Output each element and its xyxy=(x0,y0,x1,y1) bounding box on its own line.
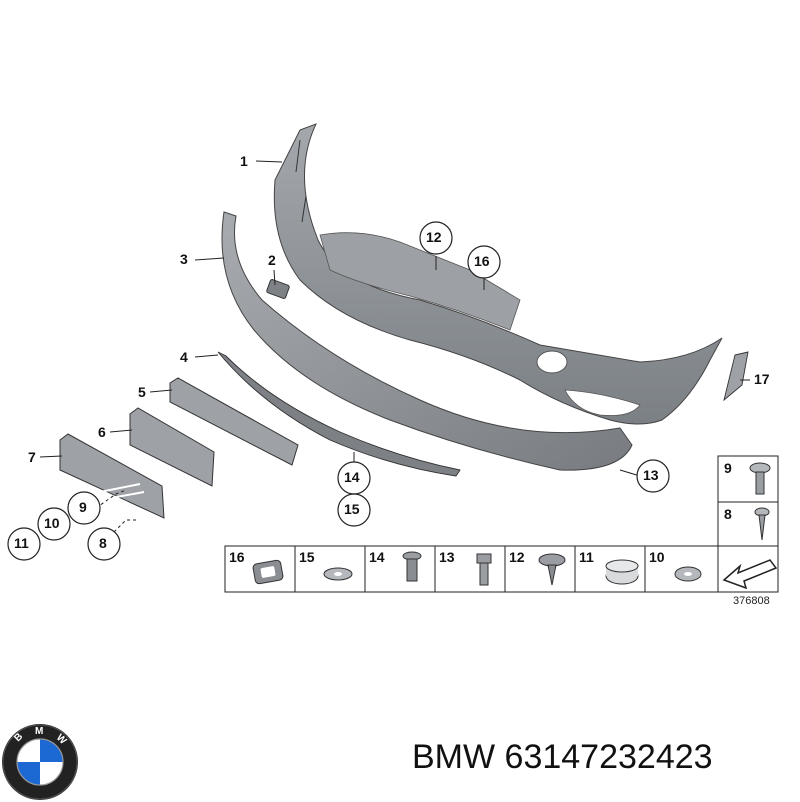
callout-11: 11 xyxy=(14,535,29,551)
table-cell-14: 14 xyxy=(369,549,385,565)
table-cell-12: 12 xyxy=(509,549,525,565)
svg-text:M: M xyxy=(35,726,43,737)
table-cell-16: 16 xyxy=(229,549,245,565)
callout-4: 4 xyxy=(180,349,188,365)
callout-14: 14 xyxy=(344,469,360,485)
drawing-number: 376808 xyxy=(733,595,770,607)
callout-circles xyxy=(7,221,670,561)
callout-10: 10 xyxy=(44,515,60,531)
callout-7: 7 xyxy=(28,449,36,465)
plate-part-6 xyxy=(129,407,215,487)
table-cell-15: 15 xyxy=(299,549,315,565)
callout-15: 15 xyxy=(344,501,360,517)
lower-trim-part-3 xyxy=(221,211,633,471)
table-cell-10: 10 xyxy=(649,549,665,565)
callout-12: 12 xyxy=(426,229,442,245)
part-number: 63147232423 xyxy=(504,738,713,776)
fastener-table xyxy=(224,455,779,593)
callout-6: 6 xyxy=(98,424,106,440)
part-label: BMW 63147232423 xyxy=(412,738,713,777)
table-cell-13: 13 xyxy=(439,549,455,565)
callout-2: 2 xyxy=(268,252,276,268)
callout-8: 8 xyxy=(99,535,107,551)
callout-5: 5 xyxy=(138,384,146,400)
leader-lines xyxy=(39,160,750,533)
plate-part-7 xyxy=(59,433,165,519)
strip-part-4 xyxy=(217,351,461,477)
callout-17: 17 xyxy=(754,371,770,387)
callout-16: 16 xyxy=(474,253,490,269)
plate-part-5 xyxy=(169,377,299,466)
brand-name: BMW xyxy=(412,738,496,776)
callout-3: 3 xyxy=(180,251,188,267)
callout-13: 13 xyxy=(643,467,659,483)
trim-part-17 xyxy=(723,351,749,402)
table-cell-8: 8 xyxy=(724,506,732,522)
table-cell-9: 9 xyxy=(724,460,732,476)
bumper-cover-part-1 xyxy=(273,123,723,425)
bmw-logo: B M W xyxy=(2,724,78,800)
callout-9: 9 xyxy=(79,499,87,515)
clip-part-2 xyxy=(266,279,290,299)
callout-1: 1 xyxy=(240,153,248,169)
table-cell-11: 11 xyxy=(579,549,594,565)
